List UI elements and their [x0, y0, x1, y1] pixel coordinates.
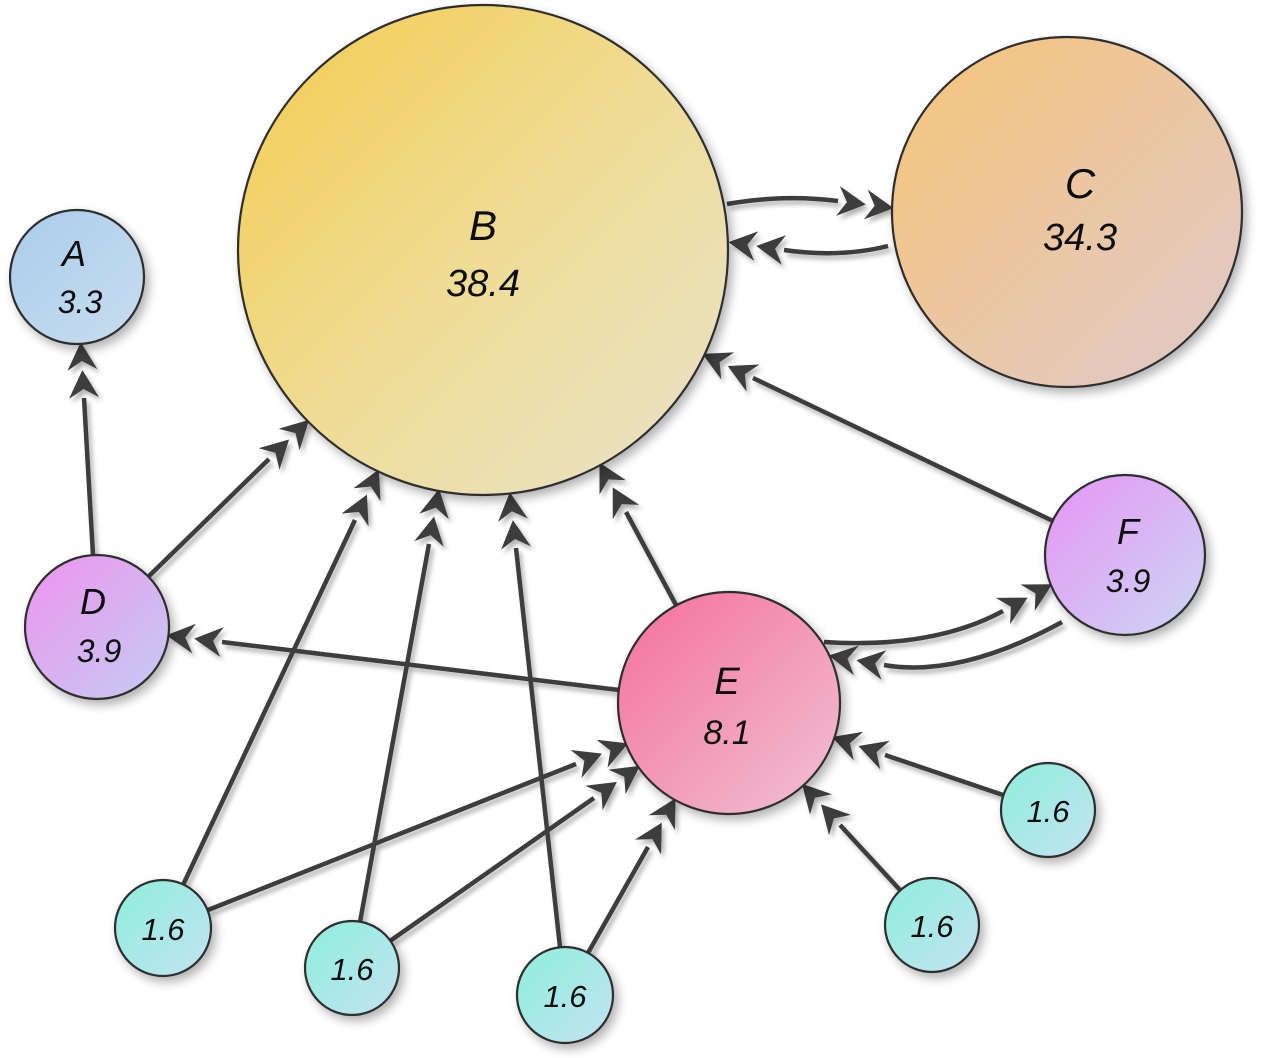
node-F: F 3.9 [1043, 473, 1207, 637]
node-small1-value: 1.6 [141, 912, 185, 947]
edge-C-to-B [728, 231, 889, 265]
edge-F-to-B [702, 352, 1054, 524]
edge-small1-to-B [180, 469, 381, 886]
node-C-label: C [1065, 160, 1096, 207]
edge-B-to-C [726, 186, 894, 220]
node-C: C 34.3 [890, 35, 1244, 389]
node-B: B 38.4 [236, 3, 730, 497]
node-small2-circle [303, 919, 401, 1017]
node-E-label: E [714, 661, 740, 703]
edge-D-to-A [67, 342, 99, 556]
edges-layer [67, 186, 1064, 955]
node-F-circle [1043, 473, 1207, 637]
node-small2: 1.6 [303, 919, 401, 1017]
edge-small3-to-E [586, 798, 676, 955]
node-F-value: 3.9 [1106, 563, 1151, 599]
node-small3-circle [515, 945, 615, 1045]
node-D-circle [23, 553, 171, 701]
edge-D-to-B [146, 419, 310, 579]
edge-small2-to-E [388, 765, 640, 943]
edge-E-to-D [166, 623, 620, 693]
node-B-label: B [469, 202, 497, 249]
node-D: D 3.9 [23, 553, 171, 701]
node-small1: 1.6 [113, 878, 213, 978]
node-small2-value: 1.6 [330, 952, 374, 987]
node-E-value: 8.1 [703, 714, 750, 752]
node-small5-circle [999, 761, 1097, 859]
edge-F-to-E [828, 620, 1064, 680]
edge-E-to-B [599, 462, 678, 607]
node-B-value: 38.4 [446, 263, 520, 305]
edge-small5-to-E [831, 731, 1004, 798]
node-F-label: F [1117, 511, 1141, 552]
node-C-circle [890, 35, 1244, 389]
node-E: E 8.1 [616, 590, 842, 816]
edge-small3-to-B [498, 492, 563, 948]
node-A-value: 3.3 [58, 284, 103, 320]
node-E-circle [616, 590, 842, 816]
edge-small4-to-E [802, 783, 902, 892]
node-small3: 1.6 [515, 945, 615, 1045]
node-A-label: A [60, 233, 86, 274]
node-C-value: 34.3 [1043, 217, 1117, 259]
edge-E-to-F [823, 584, 1053, 646]
node-D-value: 3.9 [77, 633, 122, 669]
node-A: A 3.3 [8, 208, 146, 346]
node-small5-value: 1.6 [1026, 794, 1070, 829]
node-small4-value: 1.6 [910, 909, 954, 944]
edge-small1-to-E [207, 739, 629, 913]
node-A-circle [8, 208, 146, 346]
node-D-label: D [80, 581, 106, 622]
node-small4-circle [883, 876, 981, 974]
edge-small2-to-B [357, 488, 449, 923]
node-small4: 1.6 [883, 876, 981, 974]
node-small1-circle [113, 878, 213, 978]
node-small5: 1.6 [999, 761, 1097, 859]
node-B-circle [236, 3, 730, 497]
nodes-layer: B 38.4 C 34.3 A 3.3 D 3.9 E 8.1 F 3.9 [8, 3, 1244, 1045]
node-small3-value: 1.6 [543, 979, 587, 1014]
